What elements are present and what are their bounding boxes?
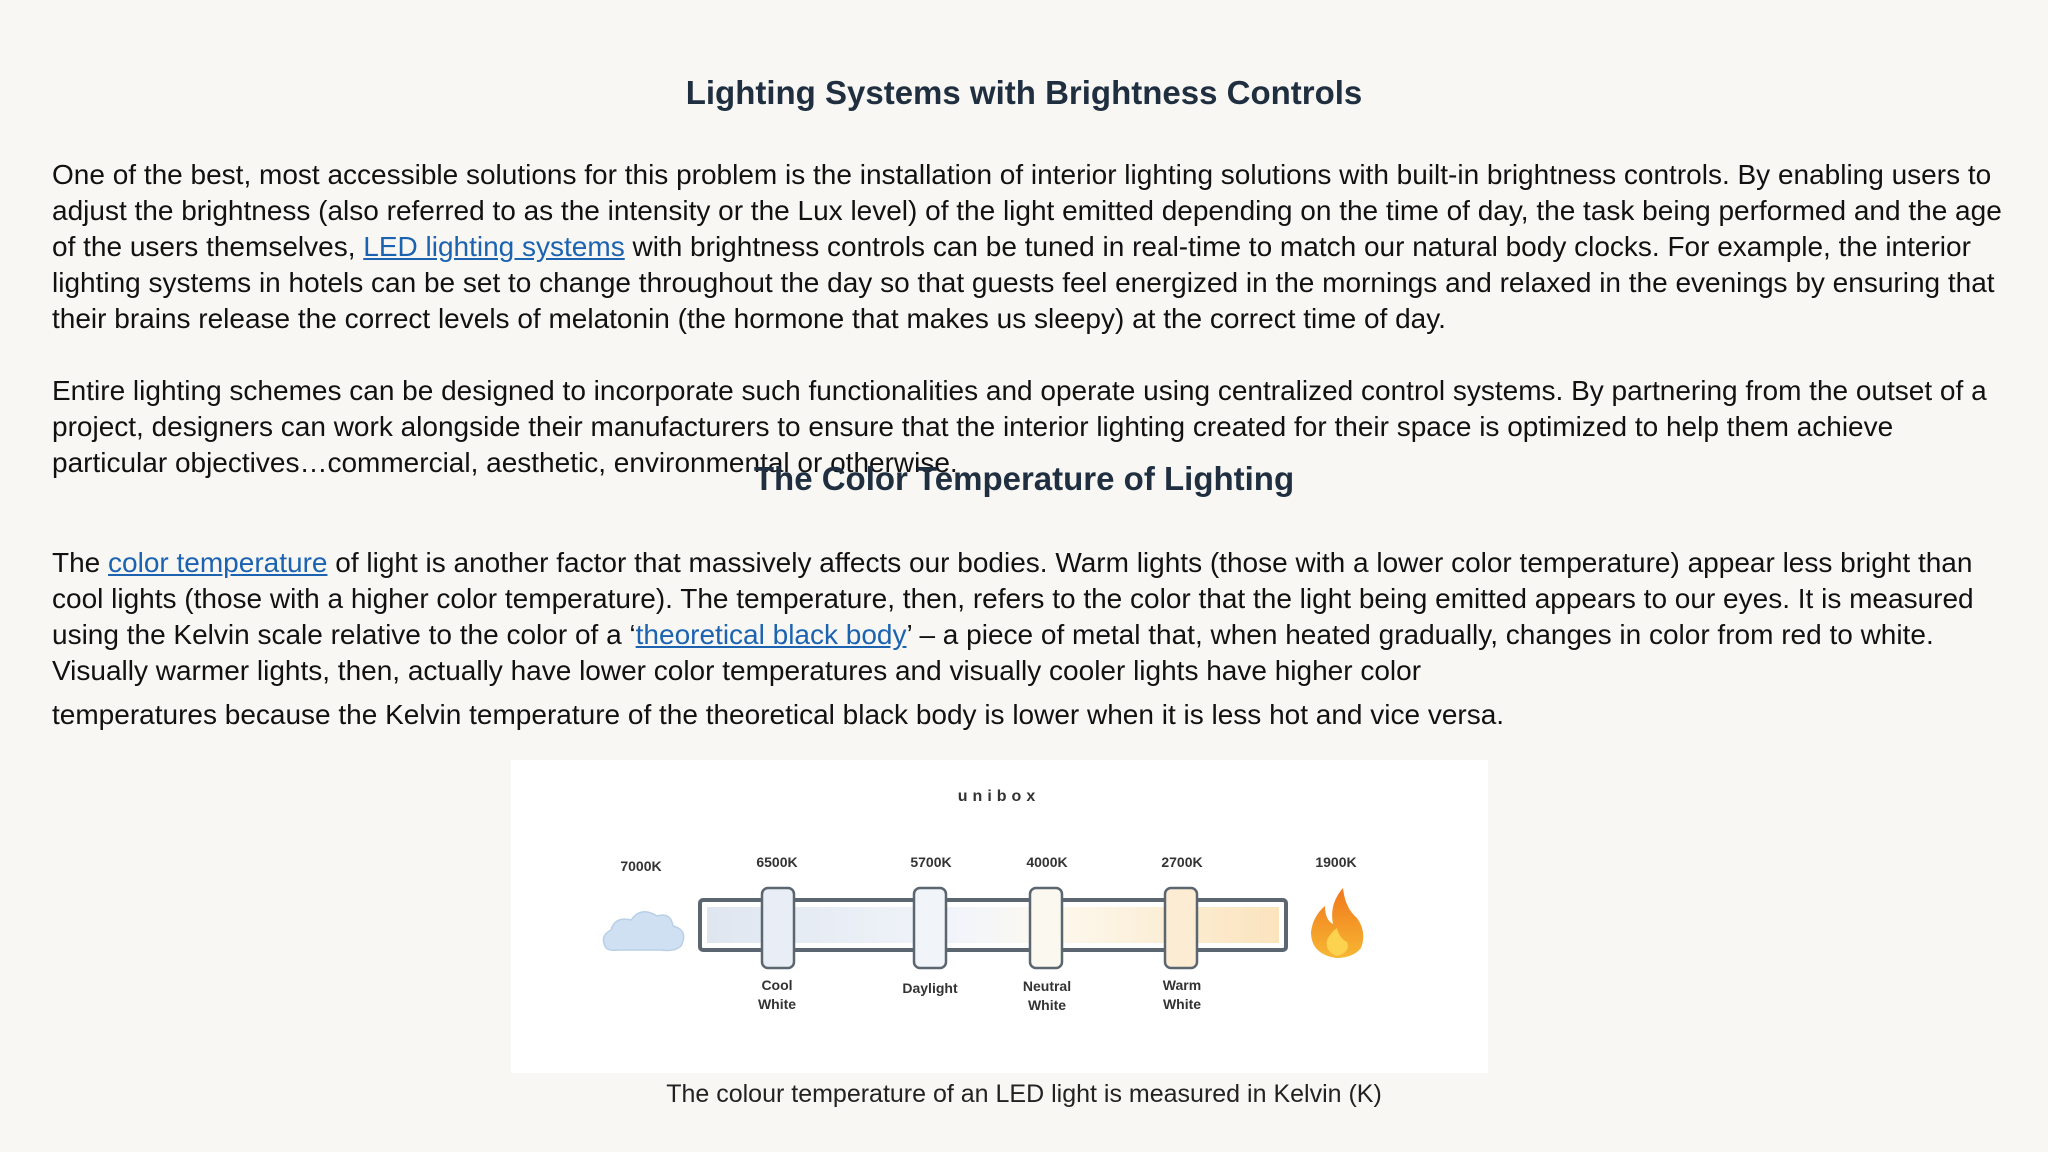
scale-label: White <box>758 996 796 1012</box>
paragraph-brightness-1: One of the best, most accessible solutio… <box>52 157 2002 337</box>
marker-daylight <box>912 886 948 970</box>
temp-label: 1900K <box>1315 854 1356 870</box>
brand-label: unibox <box>958 788 1040 805</box>
section-title-color-temperature: The Color Temperature of Lighting <box>753 460 1295 497</box>
section-title-brightness: Lighting Systems with Brightness Control… <box>685 74 1363 111</box>
temp-label: 4000K <box>1026 854 1067 870</box>
scale-label: Cool <box>761 977 792 993</box>
scale-label: White <box>1163 996 1201 1012</box>
cloud-icon <box>602 911 685 952</box>
temp-label: 7000K <box>620 858 661 874</box>
flame-icon <box>1311 888 1364 958</box>
figure-caption: The colour temperature of an LED light i… <box>666 1080 1382 1108</box>
paragraph-text: The <box>52 547 109 578</box>
scale-label: Neutral <box>1023 978 1071 994</box>
paragraph-color-temperature: The color temperature of light is anothe… <box>52 545 2002 733</box>
marker-warm-white <box>1163 886 1199 970</box>
kelvin-scale-diagram: unibox 7000K 6500K 5700K 4000K 2700K 190… <box>602 788 1364 1013</box>
scale-label: White <box>1028 997 1066 1013</box>
theoretical-black-body-link[interactable]: theoretical black body <box>635 619 907 650</box>
scale-label: Warm <box>1163 977 1201 993</box>
paragraph-text: of light is another factor that massivel… <box>52 547 1974 650</box>
paragraph-brightness-2: Entire lighting schemes can be designed … <box>52 375 1987 478</box>
color-temperature-link[interactable]: color temperature <box>108 547 328 578</box>
marker-neutral-white <box>1028 886 1064 970</box>
scale-label: Daylight <box>902 980 958 996</box>
paragraph-text: One of the best, most accessible solutio… <box>52 159 2002 262</box>
paragraph-text: with brightness controls can be tuned in… <box>52 231 1995 334</box>
paragraph-text: ’ – a piece of metal that, when heated g… <box>52 619 1934 686</box>
color-temperature-figure: unibox 7000K 6500K 5700K 4000K 2700K 190… <box>511 760 1488 1073</box>
temp-label: 6500K <box>756 854 797 870</box>
marker-cool-white <box>760 886 796 970</box>
temp-label: 2700K <box>1161 854 1202 870</box>
led-lighting-systems-link[interactable]: LED lighting systems <box>363 231 625 262</box>
paragraph-text: temperatures because the Kelvin temperat… <box>52 699 1505 730</box>
temp-label: 5700K <box>910 854 951 870</box>
